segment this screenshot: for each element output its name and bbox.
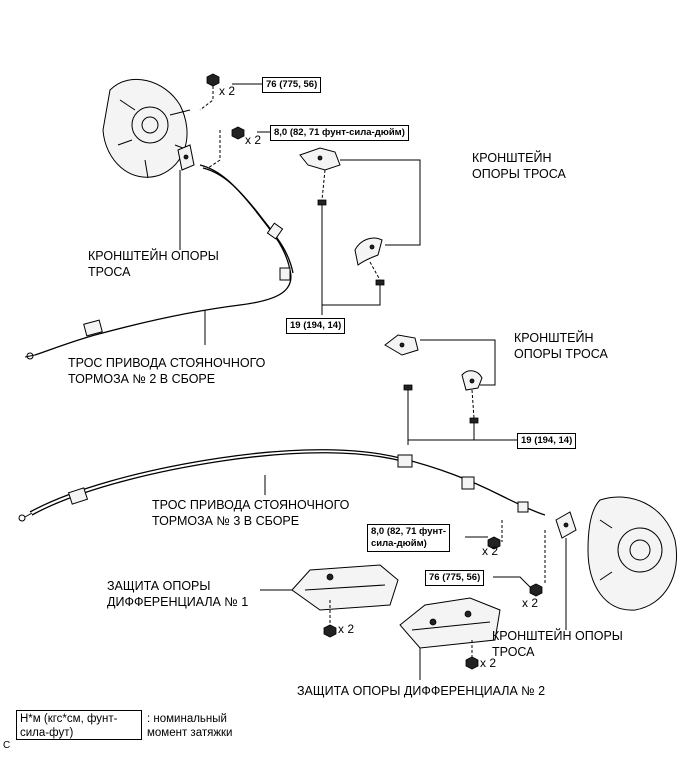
label-bracket-bottom-right: КРОНШТЕЙН ОПОРЫ ТРОСА	[492, 629, 623, 659]
nut-8-bottom	[465, 520, 503, 550]
corner-code: C	[3, 740, 11, 751]
cable-no3	[18, 449, 546, 522]
qty-nut-8-bottom: x 2	[482, 544, 499, 558]
bracket-top-right-lower	[354, 237, 385, 300]
torque-box-19-a: 19 (194, 14)	[286, 318, 346, 334]
label-bracket-mid-right: КРОНШТЕЙН ОПОРЫ ТРОСА	[514, 331, 608, 361]
torque-box-8: 8,0 (82, 71 фунт-сила-дюйм)	[270, 125, 409, 141]
qty-diff-guard-2: x 2	[480, 656, 497, 670]
label-cable-no3: ТРОС ПРИВОДА СТОЯНОЧНОГО ТОРМОЗА № 3 В С…	[152, 498, 350, 528]
leader-t3	[321, 215, 381, 315]
bracket-top-left	[177, 144, 195, 250]
legend-box: Н*м (кгс*см, фунт- сила-фут)	[16, 710, 142, 740]
torque-box-76-bottom: 76 (775, 56)	[425, 570, 485, 586]
rear-right-brake-hub	[587, 496, 678, 611]
label-bracket-top-right: КРОНШТЕЙН ОПОРЫ ТРОСА	[472, 151, 566, 181]
torque-box-8-bottom: 8,0 (82, 71 фунт- сила-дюйм)	[367, 524, 451, 552]
torque-box-19-b: 19 (194, 14)	[517, 433, 577, 449]
label-cable-no2: ТРОС ПРИВОДА СТОЯНОЧНОГО ТОРМОЗА № 2 В С…	[68, 356, 266, 386]
legend-text: : номинальный момент затяжки	[147, 713, 233, 739]
qty-nut-8: x 2	[245, 133, 262, 147]
qty-nut-76: x 2	[219, 84, 236, 98]
torque-box-76: 76 (775, 56)	[262, 77, 322, 93]
qty-diff-guard-1: x 2	[338, 622, 355, 636]
label-diff-guard-1: ЗАЩИТА ОПОРЫ ДИФФЕРЕНЦИАЛА № 1	[107, 579, 249, 609]
label-bracket-top-left: КРОНШТЕЙН ОПОРЫ ТРОСА	[88, 249, 219, 279]
bracket-mid-right	[384, 334, 520, 445]
cable-no2	[24, 164, 294, 360]
nut-8	[207, 126, 270, 169]
diff-guard-1	[260, 564, 399, 638]
label-diff-guard-2: ЗАЩИТА ОПОРЫ ДИФФЕРЕНЦИАЛА № 2	[297, 684, 546, 698]
bracket-top-right-upper	[299, 147, 421, 246]
qty-nut-76-bottom: x 2	[522, 596, 539, 610]
rear-left-brake-hub	[102, 78, 191, 179]
nut-76-bottom	[493, 530, 546, 597]
diff-guard-2	[399, 597, 501, 680]
nut-76	[199, 73, 262, 111]
bracket-bottom-right	[555, 511, 577, 630]
